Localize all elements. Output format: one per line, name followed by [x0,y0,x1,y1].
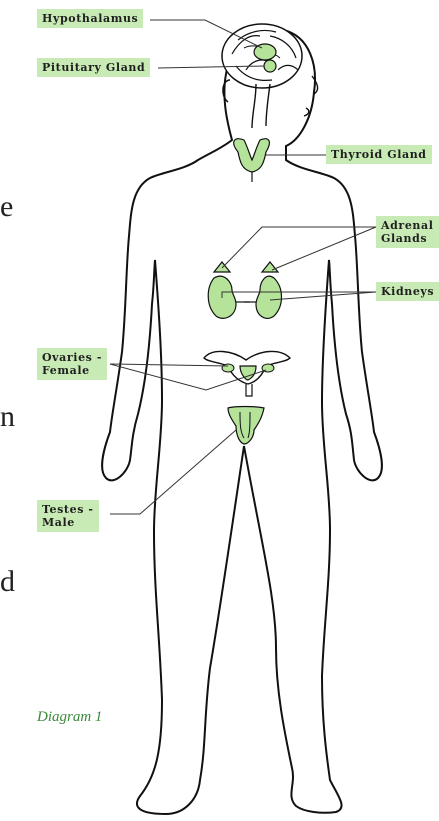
pituitary-gland [264,60,276,72]
hypothalamus-gland [254,44,276,60]
kidney-leader-left [222,292,376,298]
testes-label: Testes - Male [37,500,99,532]
thyroid-label: Thyroid Gland [326,145,432,164]
pituitary-label-text: Pituitary Gland [42,61,145,74]
thyroid-gland [234,139,270,182]
adrenal-label-line1: Adrenal [381,219,434,232]
ovary-leader-1 [110,364,228,366]
diagram-caption: Diagram 1 [37,709,102,726]
ovaries-label-line2: Female [42,364,102,377]
thyroid-label-text: Thyroid Gland [331,148,427,161]
adrenal-leader-right [272,227,376,270]
testes [228,407,264,445]
hypothalamus-label: Hypothalamus [37,9,143,28]
right-kidney [244,276,282,318]
hypothalamus-label-text: Hypothalamus [42,12,138,25]
pituitary-label: Pituitary Gland [37,58,150,77]
ovaries [204,351,290,396]
left-kidney [208,276,250,318]
right-adrenal-gland [262,262,278,272]
brainstem [252,84,270,128]
testes-label-line2: Male [42,516,94,529]
testes-leader [110,430,236,514]
edge-fragment-d: d [0,565,15,599]
testes-label-line1: Testes - [42,503,94,516]
kidney-leader-right [270,292,376,300]
kidneys-label: Kidneys [376,282,439,301]
adrenal-leader-left [222,227,376,268]
kidneys-label-text: Kidneys [381,285,434,298]
adrenal-label-line2: Glands [381,232,434,245]
ovaries-label: Ovaries - Female [37,348,107,380]
adrenal-label: Adrenal Glands [376,216,439,248]
left-adrenal-gland [214,262,230,272]
edge-fragment-n: n [0,400,15,434]
edge-fragment-e: e [0,190,13,224]
ovaries-label-line1: Ovaries - [42,351,102,364]
